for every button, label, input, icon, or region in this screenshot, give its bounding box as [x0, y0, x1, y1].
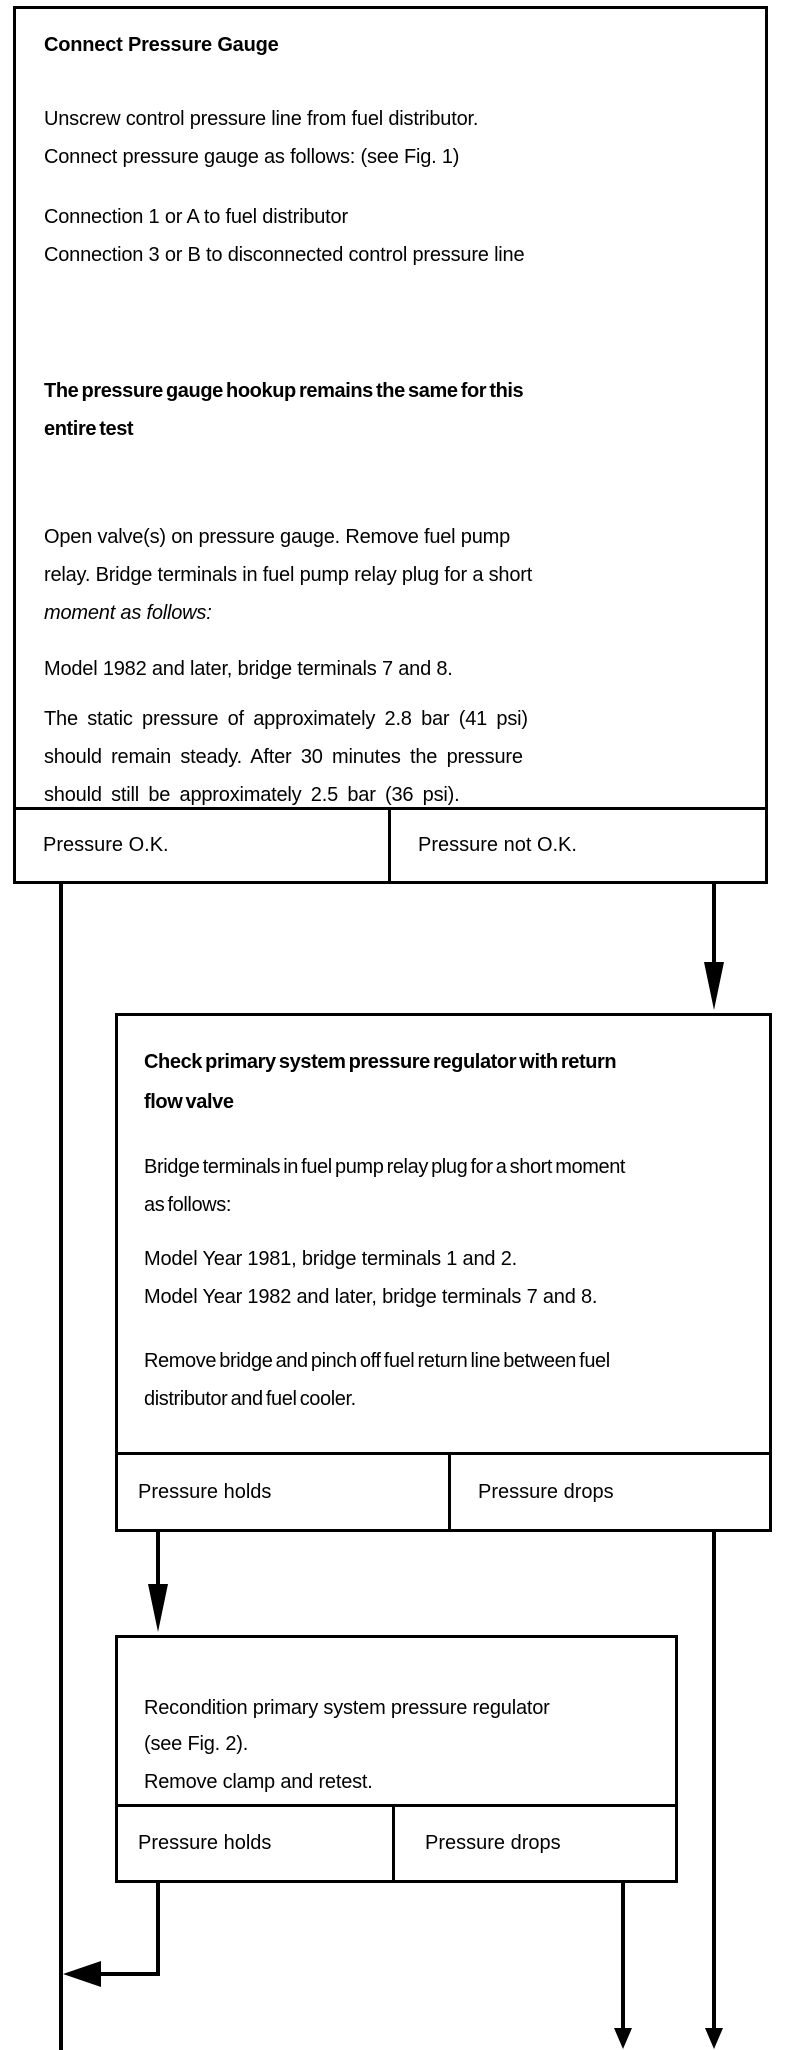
outcome-label: Pressure drops [478, 1480, 614, 1503]
box1-paragraph-static-pressure: The static pressure of approximately 2.8… [44, 708, 528, 806]
outcome-cell-pressure-ok: Pressure O.K. [16, 810, 391, 881]
box1-paragraph-unscrew: Unscrew control pressure line from fuel … [44, 108, 479, 168]
box1-open-valves-italic-text: moment as follows: [44, 602, 212, 624]
box2-paragraph-model-years: Model Year 1981, bridge terminals 1 and … [144, 1248, 598, 1308]
outcome-cell-pressure-holds: Pressure holds [118, 1807, 395, 1880]
outcome-label: Pressure holds [138, 1480, 272, 1503]
outcome-label: Pressure drops [425, 1832, 561, 1854]
outcome-cell-pressure-drops: Pressure drops [395, 1807, 675, 1880]
box2-outcome-row: Pressure holds Pressure drops [118, 1452, 769, 1529]
outcome-cell-pressure-not-ok: Pressure not O.K. [391, 810, 765, 881]
box3-outcome-row: Pressure holds Pressure drops [118, 1804, 675, 1880]
step-box-check-primary-regulator: Check primary system pressure regulator … [115, 1013, 772, 1532]
box2-paragraph-bridge-terminals: Bridge terminals in fuel pump relay plug… [144, 1156, 626, 1216]
flow-line-pressure-ok [59, 884, 63, 2050]
flow-line-box2-pressure-drops [712, 1532, 716, 2030]
box2-paragraph-remove-bridge: Remove bridge and pinch off fuel return … [144, 1350, 610, 1410]
flow-elbow-box3-pressure-holds [95, 1972, 160, 1976]
step-box-connect-pressure-gauge: Connect Pressure Gauge Unscrew control p… [13, 6, 768, 884]
outcome-label: Pressure O.K. [43, 834, 169, 856]
box1-open-valves-text: Open valve(s) on pressure gauge. Remove … [44, 526, 533, 586]
box3-paragraph-recondition: Recondition primary system pressure regu… [144, 1697, 550, 1755]
arrowhead-down-icon [614, 2028, 632, 2049]
flow-line-box3-pressure-drops [621, 1883, 625, 2030]
step-box-recondition-regulator: Recondition primary system pressure regu… [115, 1635, 678, 1883]
box2-title: Check primary system pressure regulator … [144, 1051, 617, 1113]
arrowhead-down-icon [705, 2028, 723, 2049]
outcome-label: Pressure holds [138, 1832, 272, 1854]
flow-line-pressure-not-ok [712, 884, 716, 966]
flow-line-pressure-holds [156, 1532, 160, 1588]
box1-outcome-row: Pressure O.K. Pressure not O.K. [16, 807, 765, 881]
outcome-cell-pressure-drops: Pressure drops [451, 1455, 769, 1529]
outcome-cell-pressure-holds: Pressure holds [118, 1455, 451, 1529]
outcome-label: Pressure not O.K. [418, 834, 577, 856]
box1-paragraph-connections: Connection 1 or A to fuel distributor Co… [44, 206, 525, 266]
arrowhead-down-icon [704, 962, 724, 1010]
box3-paragraph-remove-clamp: Remove clamp and retest. [144, 1771, 373, 1793]
box1-paragraph-model-1982: Model 1982 and later, bridge terminals 7… [44, 658, 453, 680]
box1-paragraph-hookup-note: The pressure gauge hookup remains the sa… [44, 380, 524, 440]
arrowhead-down-icon [148, 1584, 168, 1632]
arrowhead-left-icon [63, 1961, 101, 1987]
box1-title: Connect Pressure Gauge [44, 34, 279, 56]
flow-line-box3-pressure-holds [156, 1883, 160, 1976]
box1-paragraph-open-valves: Open valve(s) on pressure gauge. Remove … [44, 480, 749, 632]
